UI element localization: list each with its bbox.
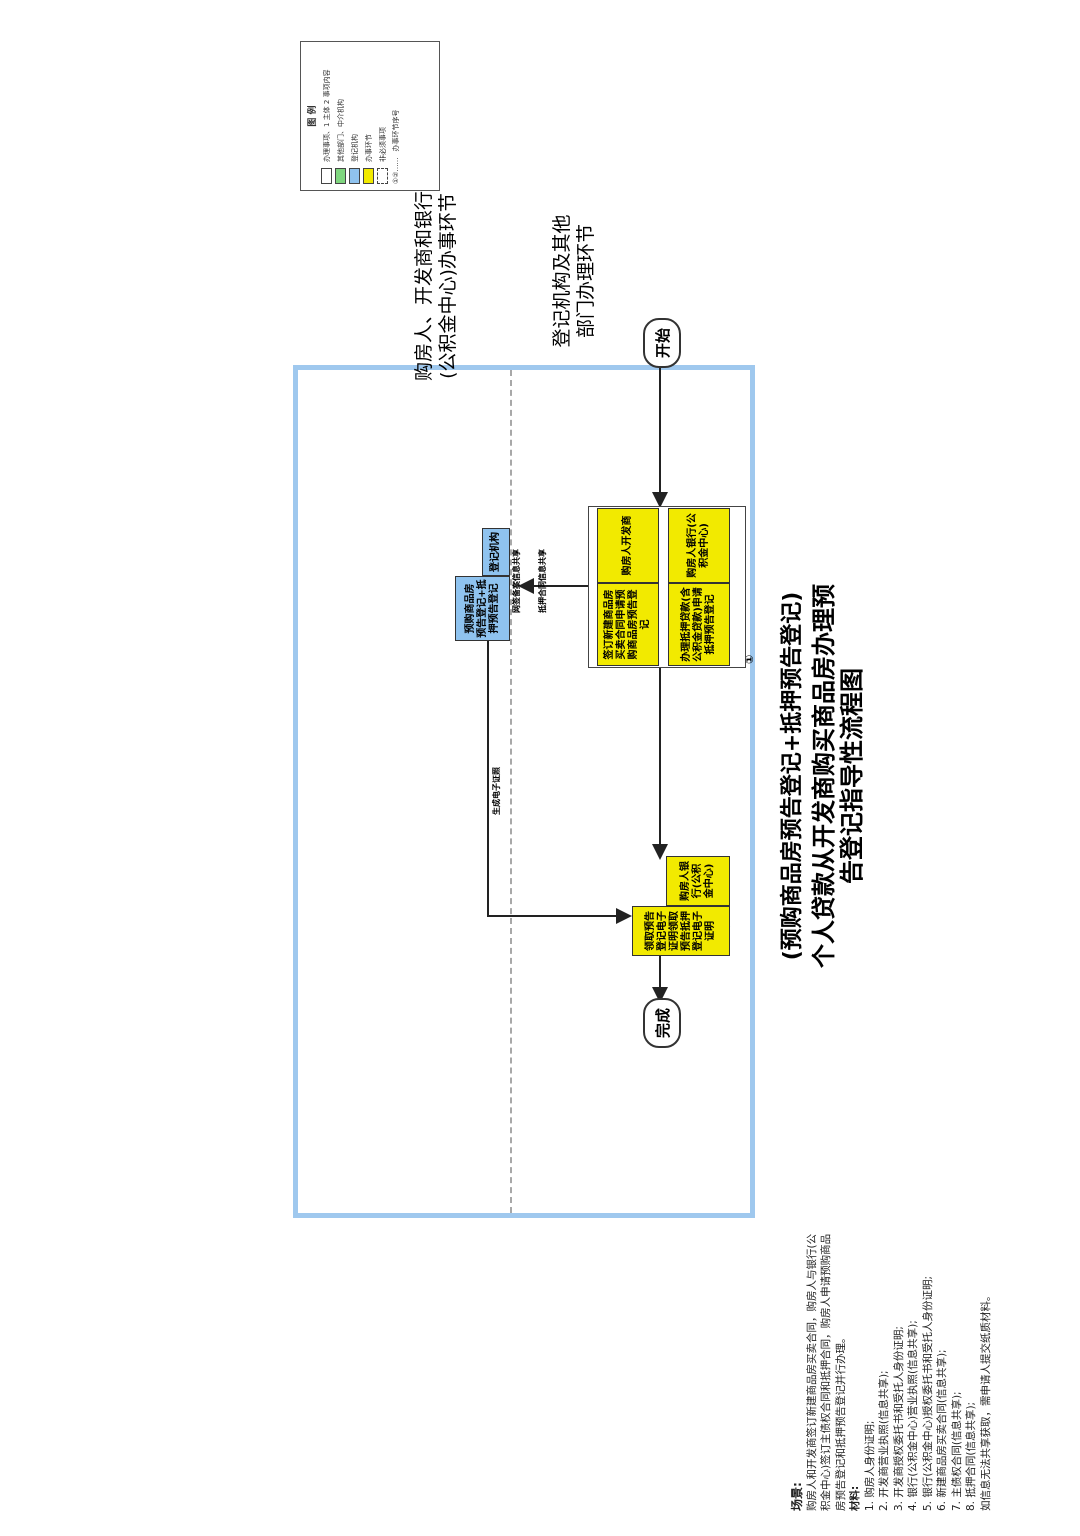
notes-item: 1. 购房人身份证明; xyxy=(863,1420,876,1511)
notes-panel: 场景: 购房人和开发商签订新建商品房买卖合同，购房人与银行(公积金中心)签订主债… xyxy=(790,1226,993,1511)
step1-actor-b: 购房人开发商 xyxy=(597,508,659,583)
arrow-registry-to-step2 xyxy=(487,641,632,924)
step1-actor-a: 购房人银行(公积金中心) xyxy=(668,508,730,583)
registry-task: 预购商品房预告登记+抵押预告登记 xyxy=(455,576,510,641)
step1-task-b: 签订新建商品房买卖合同申请预购商品房预告登记 xyxy=(597,583,659,666)
notes-footer: 如信息无法共享获取，需申请人提交纸质材料。 xyxy=(979,1290,992,1512)
notes-item: 4. 银行(公积金中心)营业执照(信息共享); xyxy=(907,1320,919,1511)
notes-intro: 购房人和开发商签订新建商品房买卖合同，购房人与银行(公积金中心)签订主债权合同和… xyxy=(805,1233,847,1511)
notes-item: 3. 开发商授权委托书和受托人身份证明; xyxy=(892,1326,905,1511)
notes-item: 5. 银行(公积金中心)授权委托书和受托人身份证明; xyxy=(921,1275,934,1511)
step1-number: ① xyxy=(743,654,756,664)
notes-item: 7. 主债权合同(信息共享); xyxy=(950,1391,963,1511)
step2-task: 领取预告登记电子证明领取预告抵押登记电子证明 xyxy=(632,906,730,956)
share-label-1: 网签备案信息共享 xyxy=(512,549,521,613)
notes-materials-heading: 材料: xyxy=(849,1485,861,1511)
notes-item: 2. 开发商营业执照(信息共享); xyxy=(878,1370,890,1511)
registry-actor: 登记机构 xyxy=(482,528,510,576)
notes-heading: 场景: xyxy=(790,1482,804,1511)
start-node: 开始 xyxy=(643,318,681,368)
notes-item: 6. 新建商品房买卖合同(信息共享); xyxy=(936,1349,948,1511)
end-node: 完成 xyxy=(643,998,681,1048)
step2-actor: 购房人银行(公积金中心) xyxy=(666,856,730,906)
electronic-label: 生成电子证照 xyxy=(492,767,501,815)
step1-task-a: 办理抵押贷款(含公积金贷款)申请抵押预告登记 xyxy=(668,583,730,666)
share-label-2: 抵押合同信息共享 xyxy=(538,549,547,613)
notes-item: 8. 抵押合同(信息共享); xyxy=(965,1401,977,1511)
